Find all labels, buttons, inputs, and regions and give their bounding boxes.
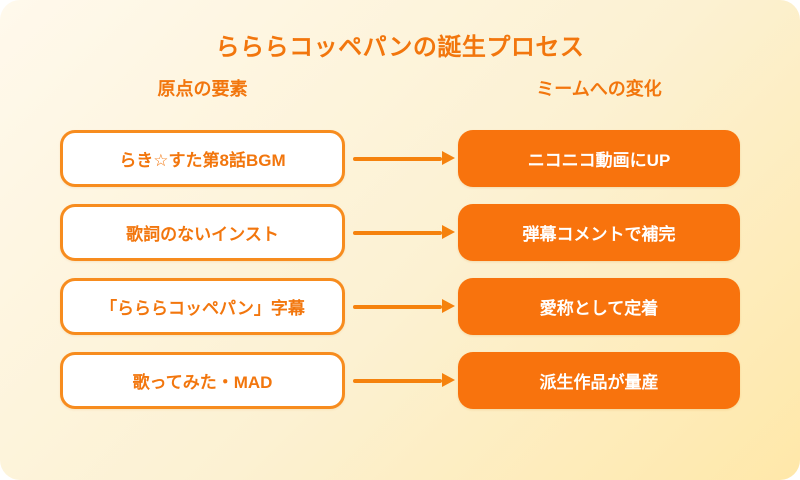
process-row: 「らららコッペパン」字幕 愛称として定着: [60, 278, 740, 335]
origin-box: 歌ってみた・MAD: [60, 352, 345, 409]
meme-box: 派生作品が量産: [458, 352, 740, 409]
origin-label: らき☆すた第8話BGM: [119, 151, 286, 170]
meme-label: 愛称として定着: [539, 299, 659, 318]
meme-label: ニコニコ動画にUP: [527, 151, 671, 170]
process-row: 歌ってみた・MAD 派生作品が量産: [60, 352, 740, 409]
column-header-meme: ミームへの変化: [536, 79, 662, 99]
arrow-right-icon: [345, 204, 458, 261]
process-row: らき☆すた第8話BGM ニコニコ動画にUP: [60, 130, 740, 187]
column-header-origin: 原点の要素: [157, 79, 248, 99]
origin-box: 「らららコッペパン」字幕: [60, 278, 345, 335]
origin-label: 歌詞のないインスト: [126, 225, 279, 244]
page-title: らららコッペパンの誕生プロセス: [215, 34, 585, 61]
process-row: 歌詞のないインスト 弾幕コメントで補完: [60, 204, 740, 261]
meme-box: 愛称として定着: [458, 278, 740, 335]
meme-box: ニコニコ動画にUP: [458, 130, 740, 187]
origin-label: 歌ってみた・MAD: [132, 373, 273, 392]
column-headers: 原点の要素 ミームへの変化: [0, 78, 800, 100]
arrow-right-icon: [345, 130, 458, 187]
arrow-right-icon: [345, 352, 458, 409]
origin-box: らき☆すた第8話BGM: [60, 130, 345, 187]
process-rows: らき☆すた第8話BGM ニコニコ動画にUP 歌詞のないインスト 弾幕コメントで補…: [60, 130, 740, 409]
meme-label: 弾幕コメントで補完: [522, 225, 676, 244]
meme-label: 派生作品が量産: [539, 373, 659, 392]
origin-box: 歌詞のないインスト: [60, 204, 345, 261]
origin-label: 「らららコッペパン」字幕: [100, 299, 305, 318]
arrow-right-icon: [345, 278, 458, 335]
meme-box: 弾幕コメントで補完: [458, 204, 740, 261]
